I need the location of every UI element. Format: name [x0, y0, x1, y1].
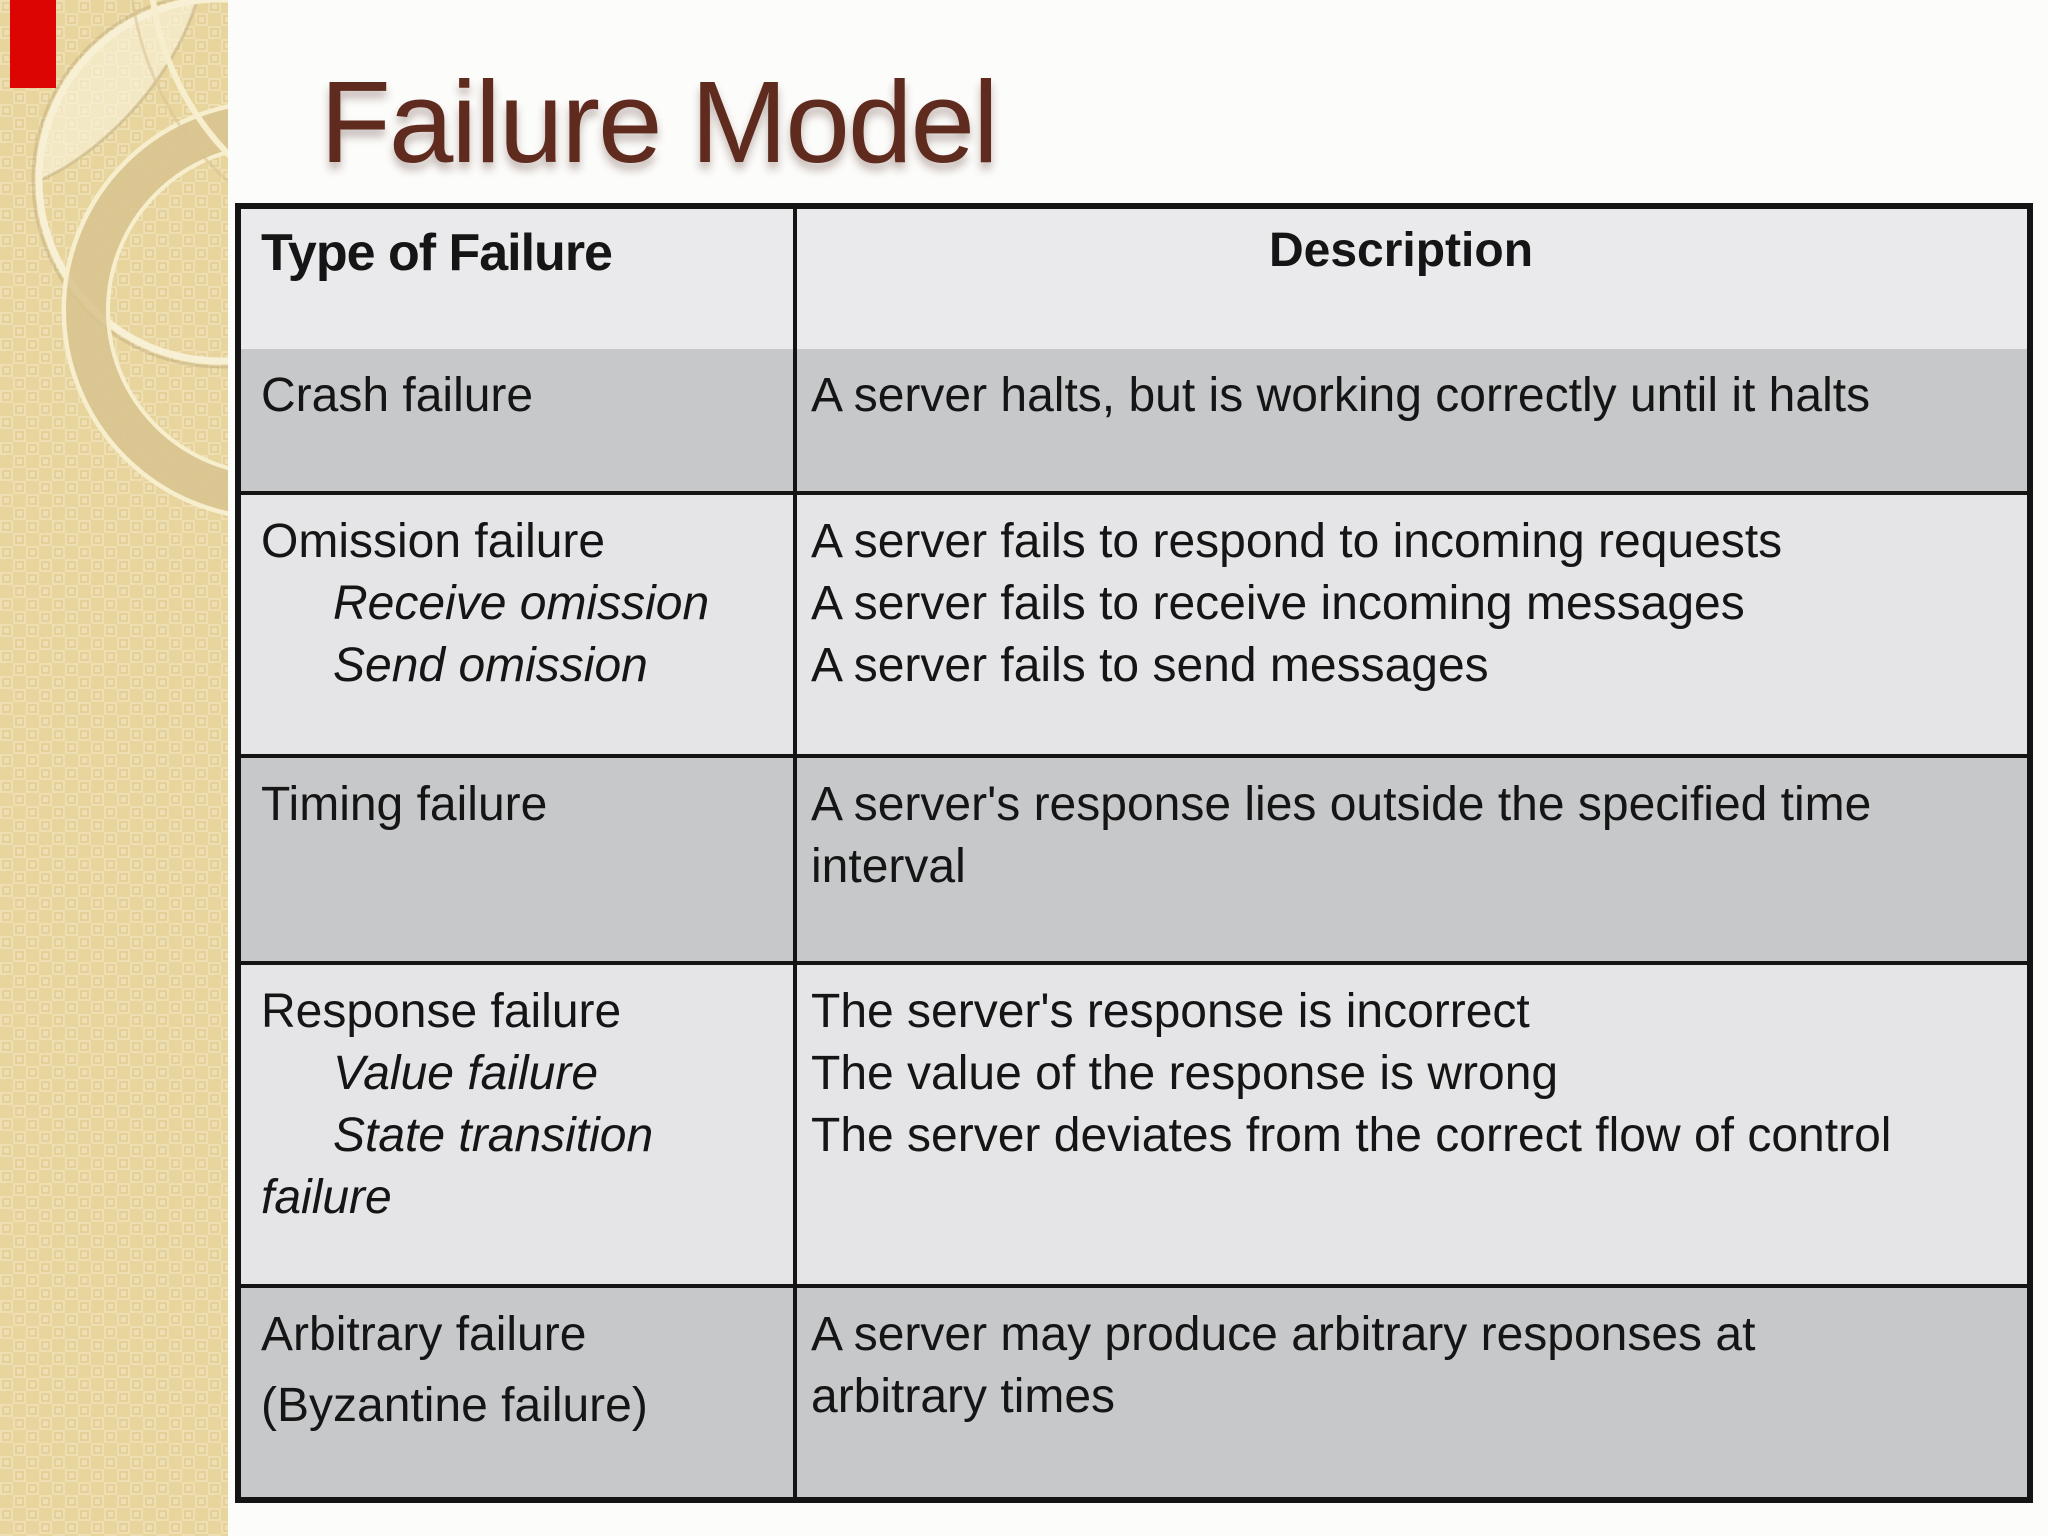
table-header-row: Type of Failure Description — [241, 209, 2027, 349]
description-cell: A server's response lies outside the spe… — [797, 758, 2027, 961]
table-row: Timing failure A server's response lies o… — [241, 754, 2027, 961]
description-line: A server halts, but is working correctly… — [811, 369, 1871, 422]
type-line: Crash failure — [261, 369, 534, 422]
type-line: Receive omission — [333, 577, 710, 630]
tan-ring — [66, 108, 228, 512]
description-line: The value of the response is wrong — [811, 1047, 1559, 1100]
type-line: Omission failure — [261, 515, 606, 568]
header-description-cell: Description — [1268, 224, 1534, 277]
thin-ring — [35, 0, 228, 365]
description-line: The server deviates from the correct flo… — [811, 1109, 1892, 1162]
type-line: Send omission — [333, 639, 648, 692]
failure-table: Type of Failure Description Crash failur… — [235, 203, 2033, 1503]
description-line: A server's response lies outside the spe… — [811, 778, 1872, 831]
tan-ring-outer-edge — [61, 104, 228, 516]
tan-ring-inner-edge — [106, 149, 228, 471]
type-line: Response failure — [261, 985, 622, 1038]
type-line: (Byzantine failure) — [261, 1379, 648, 1432]
description-line: A server may produce arbitrary responses… — [811, 1308, 1756, 1361]
type-line: Arbitrary failure — [261, 1308, 587, 1361]
thin-ring-shadow — [31, 0, 228, 369]
description-cell: A server fails to respond to incoming re… — [797, 495, 2027, 754]
type-cell: Arbitrary failure (Byzantine failure) — [241, 1288, 797, 1497]
description-line: A server fails to send messages — [811, 639, 1489, 692]
description-cell: A server halts, but is working correctly… — [797, 349, 2027, 491]
description-line: The server's response is incorrect — [811, 985, 1530, 1038]
sidebar — [0, 0, 228, 1536]
description-line: A server fails to receive incoming messa… — [811, 577, 1745, 630]
table-row: Crash failure A server halts, but is work… — [241, 349, 2027, 491]
type-line: Timing failure — [261, 778, 548, 831]
description-line: A server fails to respond to incoming re… — [811, 515, 1783, 568]
red-marker — [10, 0, 56, 88]
description-line: arbitrary times — [811, 1370, 1116, 1423]
description-line: interval — [811, 840, 966, 893]
type-line: State transition — [333, 1109, 654, 1162]
description-cell: A server may produce arbitrary responses… — [797, 1288, 2027, 1497]
page-title: Failure Model — [320, 57, 999, 187]
header-type-cell: Type of Failure — [241, 209, 797, 349]
type-cell: Crash failure — [241, 349, 797, 491]
type-line: Value failure — [333, 1047, 599, 1100]
type-cell: Timing failure — [241, 758, 797, 961]
table-row: Arbitrary failure (Byzantine failure) A se… — [241, 1284, 2027, 1497]
type-line: failure — [261, 1171, 392, 1224]
sidebar-decoration — [0, 0, 228, 1536]
